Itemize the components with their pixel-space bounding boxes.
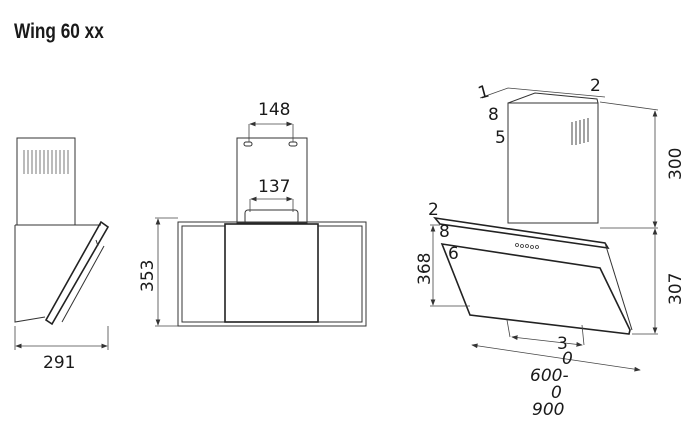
iso-body-height-left-label: 368 xyxy=(415,253,435,285)
side-chimney xyxy=(16,137,76,226)
iso-width-range-line-4: 900 xyxy=(532,400,564,420)
iso-width-range-line-1: 0 xyxy=(562,349,573,369)
front-inner-panel xyxy=(224,223,319,323)
product-title: Wing 60 xx xyxy=(14,20,104,43)
side-view: 291 xyxy=(14,137,110,373)
iso-depth-digit-2: 8 xyxy=(488,105,499,125)
front-height-label: 353 xyxy=(138,260,158,292)
front-view: 148 137 353 xyxy=(138,100,367,327)
side-glass-inner xyxy=(61,239,105,323)
front-body xyxy=(177,221,367,327)
iso-body-depth-digit-2: 8 xyxy=(439,222,450,242)
front-chimney xyxy=(236,137,308,224)
iso-body-depth-digit-3: 6 xyxy=(448,244,459,264)
iso-top-edge xyxy=(433,216,610,250)
side-chimney-vents xyxy=(23,150,69,174)
iso-depth-digit-3: 5 xyxy=(495,128,506,148)
side-width-label: 291 xyxy=(43,353,75,373)
iso-body-depth-digit-1: 2 xyxy=(428,200,439,220)
iso-chimney-height-label: 300 xyxy=(666,148,686,180)
side-body xyxy=(14,224,101,323)
iso-width-range-line-2: 600- xyxy=(530,366,569,386)
front-bracket-spacing-label: 137 xyxy=(258,177,290,197)
side-glass-panel xyxy=(44,220,110,326)
iso-inner-width-label: 3 xyxy=(557,334,568,354)
isometric-view: 1 8 5 2 300 307 2 8 6 368 3 0 600- 0 900 xyxy=(415,76,686,420)
iso-body-height-right-label: 307 xyxy=(666,273,686,305)
front-top-spacing-label: 148 xyxy=(258,100,290,120)
iso-glass-panel xyxy=(440,243,631,335)
iso-chimney-width-label: 2 xyxy=(590,76,601,96)
iso-width-range-line-3: 0 xyxy=(551,383,562,403)
iso-depth-digit-1: 1 xyxy=(476,82,492,104)
